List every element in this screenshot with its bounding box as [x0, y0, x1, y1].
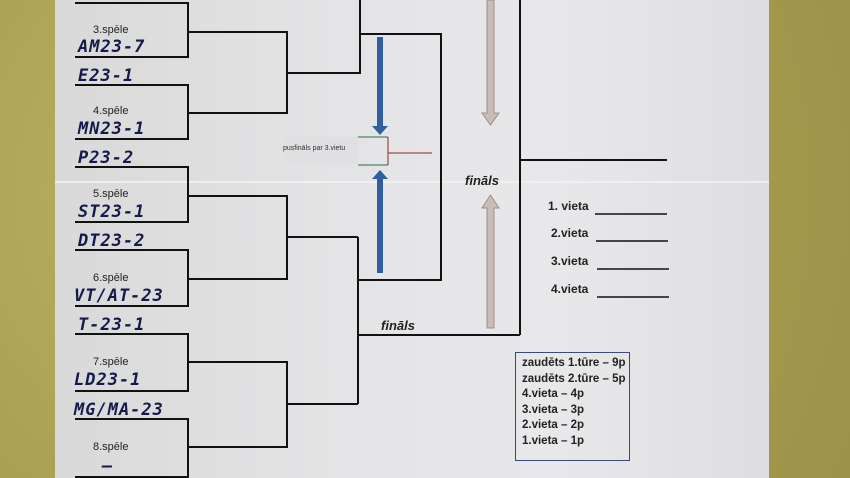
final-bracket	[519, 0, 667, 335]
gray-arrow-up-icon	[481, 194, 500, 329]
match-label: 6.spēle	[93, 272, 129, 284]
legend-item: 4.vieta – 4p	[522, 388, 585, 400]
place-label: 1. vieta	[548, 199, 589, 213]
legend-item: 1.vieta – 1p	[522, 434, 585, 447]
legend-item: 2.vieta – 2p	[522, 419, 585, 431]
round2-upper	[188, 0, 361, 114]
match-label: 5.spēle	[93, 188, 129, 200]
match-label: 8.spēle	[93, 441, 129, 453]
team-name: ST23-1	[78, 202, 146, 222]
place-label: 3.vieta	[551, 254, 589, 268]
semifinal-upper	[358, 33, 442, 281]
match-label: 4.spēle	[93, 105, 129, 117]
semifinal-third-label: pusfināls par 3.vietu	[283, 145, 346, 152]
team-name: MN23-1	[78, 119, 146, 139]
team-name: DT23-2	[78, 231, 146, 251]
team-name: AM23-7	[78, 37, 146, 57]
match-label: 3.spēle	[93, 24, 129, 36]
team-name: VT/AT-23	[74, 286, 164, 306]
match-label: 7.spēle	[93, 356, 129, 368]
team-name: –	[102, 456, 114, 476]
team-name: LD23-1	[74, 370, 142, 390]
semifinal-green-ticks	[358, 136, 388, 166]
semifinal-lower	[357, 237, 520, 404]
arrow-down-icon	[372, 37, 388, 135]
legend-item: zaudēts 1.tūre – 9p	[522, 357, 626, 369]
team-name: MG/MA-23	[74, 400, 164, 420]
points-legend: zaudēts 1.tūre – 9p zaudēts 2.tūre – 5p …	[515, 352, 630, 461]
place-lines	[595, 213, 669, 298]
final-label: fināls	[465, 173, 499, 188]
round2-mid	[188, 195, 358, 280]
team-name: E23-1	[78, 66, 135, 86]
legend-item: 3.vieta – 3p	[522, 403, 585, 416]
gray-arrow-down-icon	[481, 0, 500, 126]
team-name: P23-2	[78, 148, 135, 168]
paper-fold	[55, 181, 769, 183]
arrow-up-icon	[372, 170, 388, 273]
match-3-bracket	[75, 2, 189, 58]
place-label: 2.vieta	[551, 226, 589, 240]
match-8-bracket	[75, 418, 189, 478]
match-5-bracket	[75, 166, 189, 223]
blue-arrows	[372, 37, 388, 273]
semifinal-third-box	[283, 137, 358, 165]
team-name: T-23-1	[78, 315, 146, 335]
place-label: 4.vieta	[551, 282, 589, 296]
gray-arrows	[481, 0, 500, 329]
legend-item: zaudēts 2.tūre – 5p	[522, 372, 626, 385]
semifinal-red-line	[387, 137, 432, 165]
final-label: fināls	[381, 318, 415, 333]
bracket-sheet	[55, 0, 769, 478]
round2-lower	[188, 361, 358, 448]
